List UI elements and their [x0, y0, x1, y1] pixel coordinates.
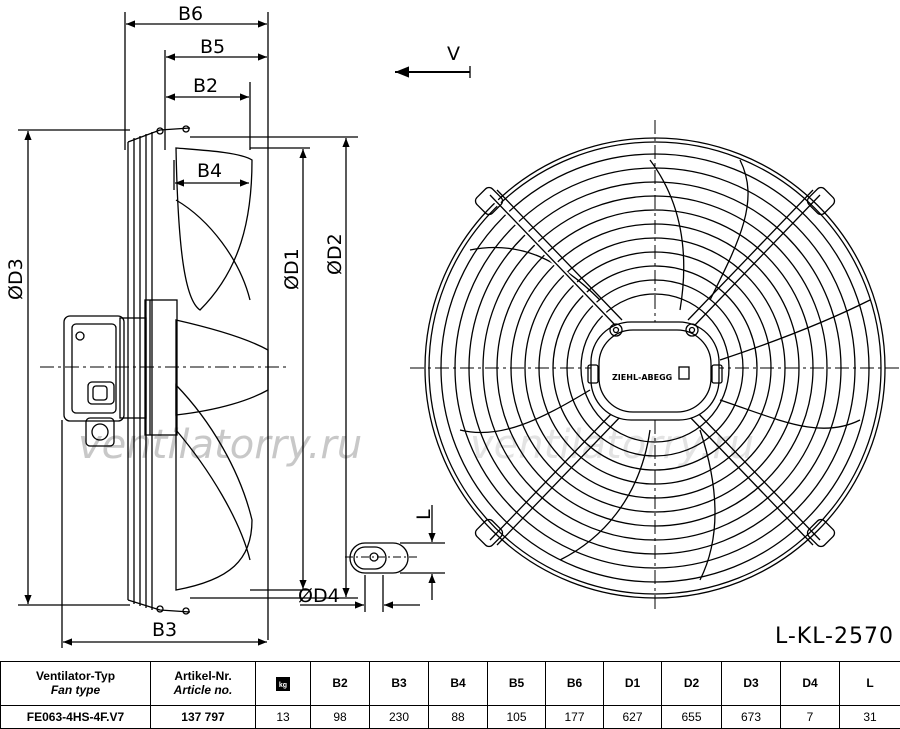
cell-l: 31: [839, 704, 900, 729]
header-d4: D4: [780, 661, 840, 706]
dim-label-d1: ØD1: [281, 248, 303, 290]
cell-fan-type: FE063-4HS-4F.V7: [0, 704, 151, 729]
cell-d4: 7: [780, 704, 840, 729]
header-b6: B6: [545, 661, 604, 706]
dim-label-b2: B2: [193, 75, 218, 97]
brand-logo: ZIEHL-ABEGG: [612, 373, 672, 382]
header-b5: B5: [487, 661, 546, 706]
dim-label-b6: B6: [178, 3, 203, 25]
cell-d3: 673: [721, 704, 781, 729]
cell-b6: 177: [545, 704, 604, 729]
dim-label-d4: ØD4: [298, 585, 340, 607]
cell-b5: 105: [487, 704, 546, 729]
header-d2: D2: [661, 661, 722, 706]
cell-d2: 655: [661, 704, 722, 729]
header-article: Artikel-Nr. Article no.: [150, 661, 256, 706]
view-label: V: [447, 43, 460, 65]
side-view: [18, 12, 358, 648]
cell-d1: 627: [603, 704, 662, 729]
dim-label-d3: ØD3: [5, 258, 27, 300]
cell-b2: 98: [310, 704, 370, 729]
table-row: FE063-4HS-4F.V7 137 797 13 98 230 88 105…: [0, 704, 900, 729]
cell-b4: 88: [428, 704, 488, 729]
table-header-row: Ventilator-Typ Fan type Artikel-Nr. Arti…: [0, 661, 900, 706]
cell-weight: 13: [255, 704, 311, 729]
drawing-number: L-KL-2570: [774, 624, 894, 649]
front-view: [410, 120, 900, 610]
header-b2: B2: [310, 661, 370, 706]
dim-label-l: L: [413, 509, 435, 520]
watermark: ventilatorry.ru: [78, 422, 362, 468]
header-d1: D1: [603, 661, 662, 706]
dim-label-b5: B5: [200, 36, 225, 58]
header-b4: B4: [428, 661, 488, 706]
mounting-slot-detail: [300, 505, 445, 612]
header-fan-type: Ventilator-Typ Fan type: [0, 661, 151, 706]
cell-b3: 230: [369, 704, 429, 729]
dim-label-d2: ØD2: [324, 233, 346, 275]
header-l: L: [839, 661, 900, 706]
spec-table: Ventilator-Typ Fan type Artikel-Nr. Arti…: [0, 661, 900, 729]
dim-label-b3: B3: [152, 619, 177, 641]
header-weight: kg: [255, 661, 311, 706]
cell-article: 137 797: [150, 704, 256, 729]
weight-icon: kg: [276, 676, 290, 691]
dim-label-b4: B4: [197, 160, 222, 182]
header-b3: B3: [369, 661, 429, 706]
view-arrow: [395, 66, 471, 78]
fan-technical-drawing: ventilatorry.ru ventilatorry.ru: [5, 3, 900, 648]
header-d3: D3: [721, 661, 781, 706]
